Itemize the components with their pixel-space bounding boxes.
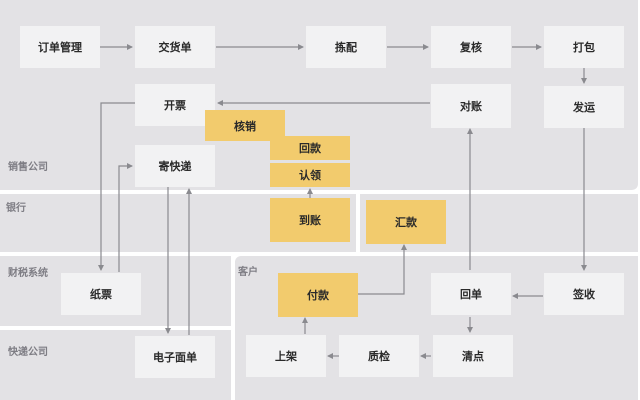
- node-delivery-note[interactable]: 交货单: [135, 26, 215, 68]
- zone-label-finance: 财税系统: [8, 268, 48, 279]
- node-count[interactable]: 清点: [433, 335, 513, 377]
- node-recheck[interactable]: 复核: [431, 26, 511, 68]
- node-shipping[interactable]: 发运: [544, 86, 624, 128]
- node-claim[interactable]: 认领: [270, 163, 350, 187]
- arrow-invoicing-to-paper: [98, 102, 135, 271]
- node-remittance[interactable]: 汇款: [366, 200, 446, 244]
- node-payment-return[interactable]: 回款: [270, 136, 350, 160]
- node-qc[interactable]: 质检: [339, 335, 419, 377]
- zone-label-sales: 销售公司: [8, 162, 48, 173]
- node-picking[interactable]: 拣配: [306, 26, 386, 68]
- node-write-off[interactable]: 核销: [205, 110, 285, 141]
- node-express-send[interactable]: 寄快递: [135, 145, 215, 187]
- zone-label-express: 快递公司: [8, 347, 48, 358]
- node-payment[interactable]: 付款: [278, 273, 358, 317]
- node-invoicing[interactable]: 开票: [135, 84, 215, 126]
- node-order-mgmt[interactable]: 订单管理: [20, 26, 100, 68]
- zone-label-customer: 客户: [238, 267, 258, 278]
- arrow-payment-to-remittance: [358, 244, 407, 295]
- node-waybill[interactable]: 电子面单: [135, 336, 215, 378]
- node-shelving[interactable]: 上架: [246, 335, 326, 377]
- arrow-paper-to-express: [118, 163, 133, 272]
- node-received[interactable]: 到账: [270, 198, 350, 242]
- node-reconciliation[interactable]: 对账: [431, 84, 511, 128]
- node-return-receipt[interactable]: 回单: [431, 273, 511, 315]
- zone-label-bank: 银行: [6, 203, 26, 214]
- node-packing[interactable]: 打包: [544, 26, 624, 68]
- node-paper-invoice[interactable]: 纸票: [61, 273, 141, 315]
- node-sign[interactable]: 签收: [544, 273, 624, 315]
